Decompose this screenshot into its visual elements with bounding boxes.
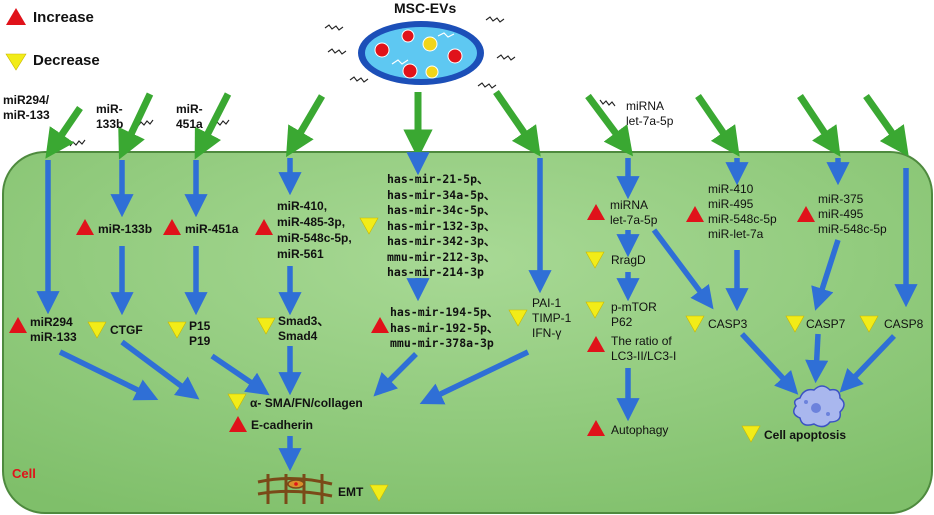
p11-target-casp8: CASP8 bbox=[884, 317, 924, 331]
legend-increase-label: Increase bbox=[33, 9, 94, 26]
green-input-arrows bbox=[45, 90, 909, 160]
msc-evs-title: MSC-EVs bbox=[394, 0, 457, 16]
decrease-markers bbox=[87, 217, 879, 502]
outcome-emt-label: EMT bbox=[338, 485, 364, 499]
blue-pathway-arrows bbox=[36, 152, 918, 472]
emt-fiber-icon bbox=[257, 474, 333, 504]
p1-target-ctgf: CTGF bbox=[110, 323, 143, 337]
outcome-ecadherin-label: E-cadherin bbox=[251, 418, 314, 432]
outcome-apoptosis-label: Cell apoptosis bbox=[764, 428, 847, 442]
p6-node-label: has-mir-194-5p、has-mir-192-5p、 mmu-mir-3… bbox=[390, 305, 499, 350]
p4-target-label: Smad3、Smad4 bbox=[278, 314, 330, 343]
legend-decrease-label: Decrease bbox=[33, 52, 100, 69]
legend-decrease-icon bbox=[5, 53, 27, 71]
increase-markers bbox=[9, 204, 815, 436]
msc-ev-icon bbox=[358, 21, 484, 85]
input-mir451a-label: miR-451a bbox=[176, 102, 203, 131]
input-mir294-label: miR294/miR-133 bbox=[3, 93, 50, 122]
p5-node-label: has-mir-21-5p、has-mir-34a-5p、 has-mir-34… bbox=[387, 172, 496, 279]
legend-increase-icon bbox=[6, 8, 26, 25]
p8-step-rragd: RragD bbox=[611, 253, 646, 267]
outcome-ecm-label: α- SMA/FN/collagen bbox=[250, 396, 363, 410]
p8-result-autophagy: Autophagy bbox=[611, 423, 669, 437]
apoptotic-cell-icon bbox=[793, 385, 845, 428]
rna-strand-icons bbox=[69, 16, 616, 147]
cell-label: Cell bbox=[12, 466, 36, 481]
p9-target-casp3: CASP3 bbox=[708, 317, 748, 331]
p2-node-label: miR-133b bbox=[98, 222, 153, 236]
p4-node-label: miR-410,miR-485-3p, miR-548c-5p,miR-561 bbox=[277, 199, 352, 261]
input-mir133b-label: miR-133b bbox=[96, 102, 124, 131]
p10-target-casp7: CASP7 bbox=[806, 317, 846, 331]
p3-node-label: miR-451a bbox=[185, 222, 239, 236]
